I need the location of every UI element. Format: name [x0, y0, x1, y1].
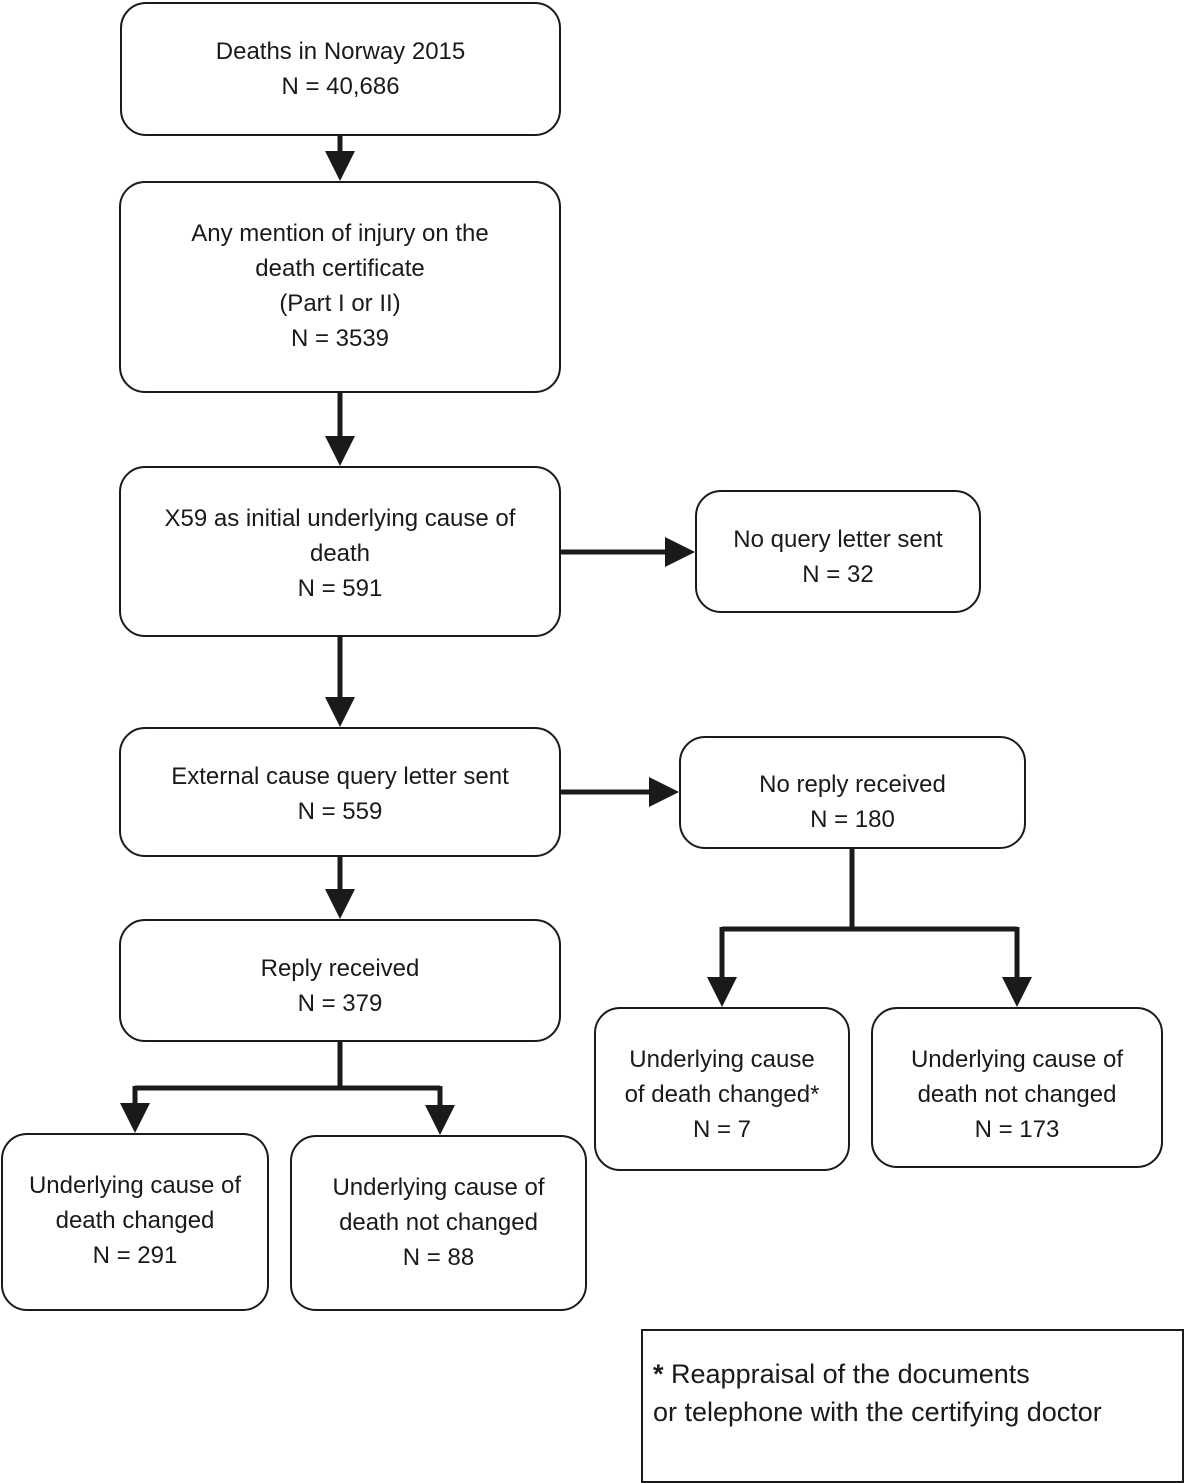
x59-count: N = 591 — [297, 575, 383, 602]
reply-received-box: Reply received N = 379 — [119, 919, 561, 1042]
query-sent-count: N = 559 — [297, 798, 383, 825]
no-query-letter-box: No query letter sent N = 32 — [695, 490, 981, 613]
deaths-title: Deaths in Norway 2015 — [215, 38, 466, 65]
query-sent-label: External cause query letter sent — [171, 763, 509, 790]
reply-not-changed-count: N = 88 — [402, 1244, 475, 1271]
deaths-count: N = 40,686 — [281, 73, 400, 100]
no-reply-not-changed-line-1: Underlying cause of — [910, 1046, 1124, 1073]
footnote-box: * Reappraisal of the documents or teleph… — [641, 1329, 1184, 1483]
no-reply-label: No reply received — [759, 771, 946, 798]
reply-cause-not-changed-box: Underlying cause of death not changed N … — [290, 1135, 587, 1311]
injury-mention-box: Any mention of injury on the death certi… — [119, 181, 561, 393]
injury-count: N = 3539 — [290, 325, 390, 352]
no-query-label: No query letter sent — [733, 526, 943, 553]
no-reply-not-changed-line-2: death not changed — [917, 1081, 1117, 1108]
query-letter-sent-box: External cause query letter sent N = 559 — [119, 727, 561, 857]
footnote-line-1-text: Reappraisal of the documents — [663, 1359, 1030, 1389]
reply-changed-count: N = 291 — [92, 1242, 178, 1269]
footnote-marker: * — [653, 1359, 664, 1389]
x59-line-2: death — [309, 540, 371, 567]
reply-changed-line-1: Underlying cause of — [28, 1172, 242, 1199]
reply-changed-line-2: death changed — [55, 1207, 215, 1234]
no-reply-cause-not-changed-box: Underlying cause of death not changed N … — [871, 1007, 1163, 1168]
no-reply-box: No reply received N = 180 — [679, 736, 1026, 849]
no-reply-changed-count: N = 7 — [692, 1116, 752, 1143]
footnote-line-1: * Reappraisal of the documents — [653, 1355, 1182, 1393]
deaths-box: Deaths in Norway 2015 N = 40,686 — [120, 2, 561, 136]
no-reply-cause-changed-box: Underlying cause of death changed* N = 7 — [594, 1007, 850, 1171]
no-reply-changed-line-1: Underlying cause — [629, 1046, 815, 1073]
injury-line-2: death certificate — [255, 255, 425, 282]
reply-cause-changed-box: Underlying cause of death changed N = 29… — [1, 1133, 269, 1311]
no-reply-count: N = 180 — [810, 806, 895, 833]
reply-label: Reply received — [260, 955, 420, 982]
reply-not-changed-line-1: Underlying cause of — [332, 1174, 545, 1201]
no-query-count: N = 32 — [802, 561, 874, 588]
no-reply-changed-line-2: of death changed* — [624, 1081, 820, 1108]
injury-line-3: (Part I or II) — [279, 290, 401, 317]
footnote-line-2: or telephone with the certifying doctor — [653, 1397, 1102, 1427]
injury-line-1: Any mention of injury on the — [191, 220, 489, 247]
no-reply-not-changed-count: N = 173 — [974, 1116, 1060, 1143]
x59-box: X59 as initial underlying cause of death… — [119, 466, 561, 637]
reply-count: N = 379 — [297, 990, 383, 1017]
reply-not-changed-line-2: death not changed — [339, 1209, 538, 1236]
x59-line-1: X59 as initial underlying cause of — [164, 505, 516, 532]
